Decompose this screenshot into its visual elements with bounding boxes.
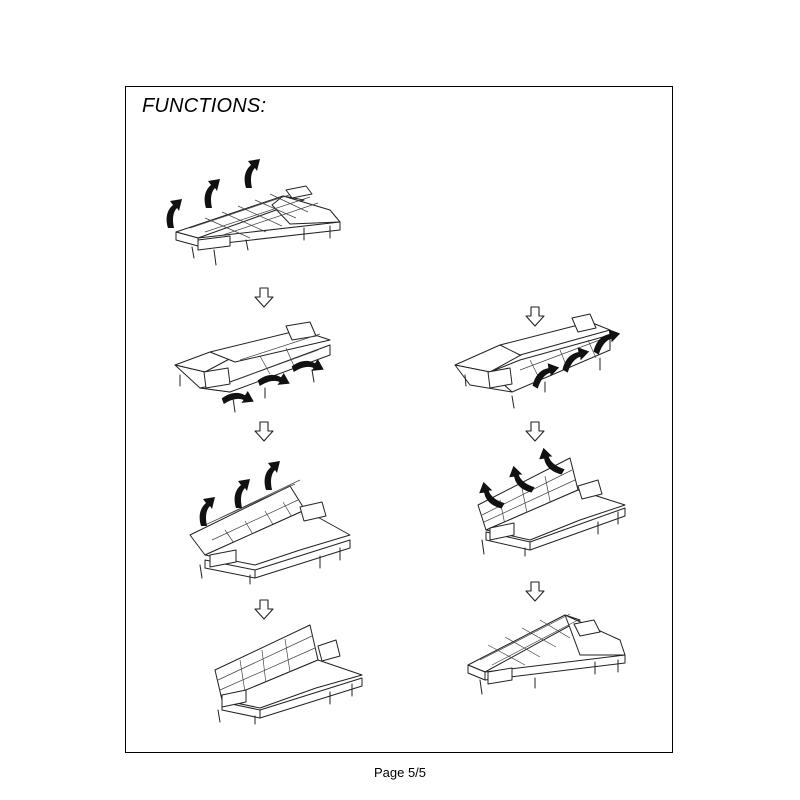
down-arrow-icon [254, 599, 274, 620]
down-arrow-icon [525, 421, 545, 442]
sofa-upright-left-4 [214, 624, 363, 725]
sofa-folding-left-2 [174, 321, 331, 413]
curved-arrow-icon [234, 479, 250, 508]
page-frame [125, 86, 673, 753]
down-arrow-icon [525, 581, 545, 602]
sofa-reclined-left-3 [189, 461, 351, 585]
sofa-flat-bed-right-3 [467, 613, 626, 695]
down-arrow-icon [254, 287, 274, 308]
page-number: Page 5/5 [373, 765, 427, 780]
sofa-reclined-right-2 [475, 447, 626, 557]
curved-arrow-icon [264, 461, 280, 490]
sofa-flat-bed-left-1 [166, 159, 341, 266]
curved-arrow-icon [244, 159, 260, 188]
down-arrow-icon [525, 306, 545, 327]
curved-arrow-icon [166, 199, 182, 228]
section-title: FUNCTIONS: [142, 95, 267, 117]
sofa-folding-right-1 [454, 313, 621, 409]
curved-arrow-icon [204, 179, 220, 208]
down-arrow-icon [254, 421, 274, 442]
